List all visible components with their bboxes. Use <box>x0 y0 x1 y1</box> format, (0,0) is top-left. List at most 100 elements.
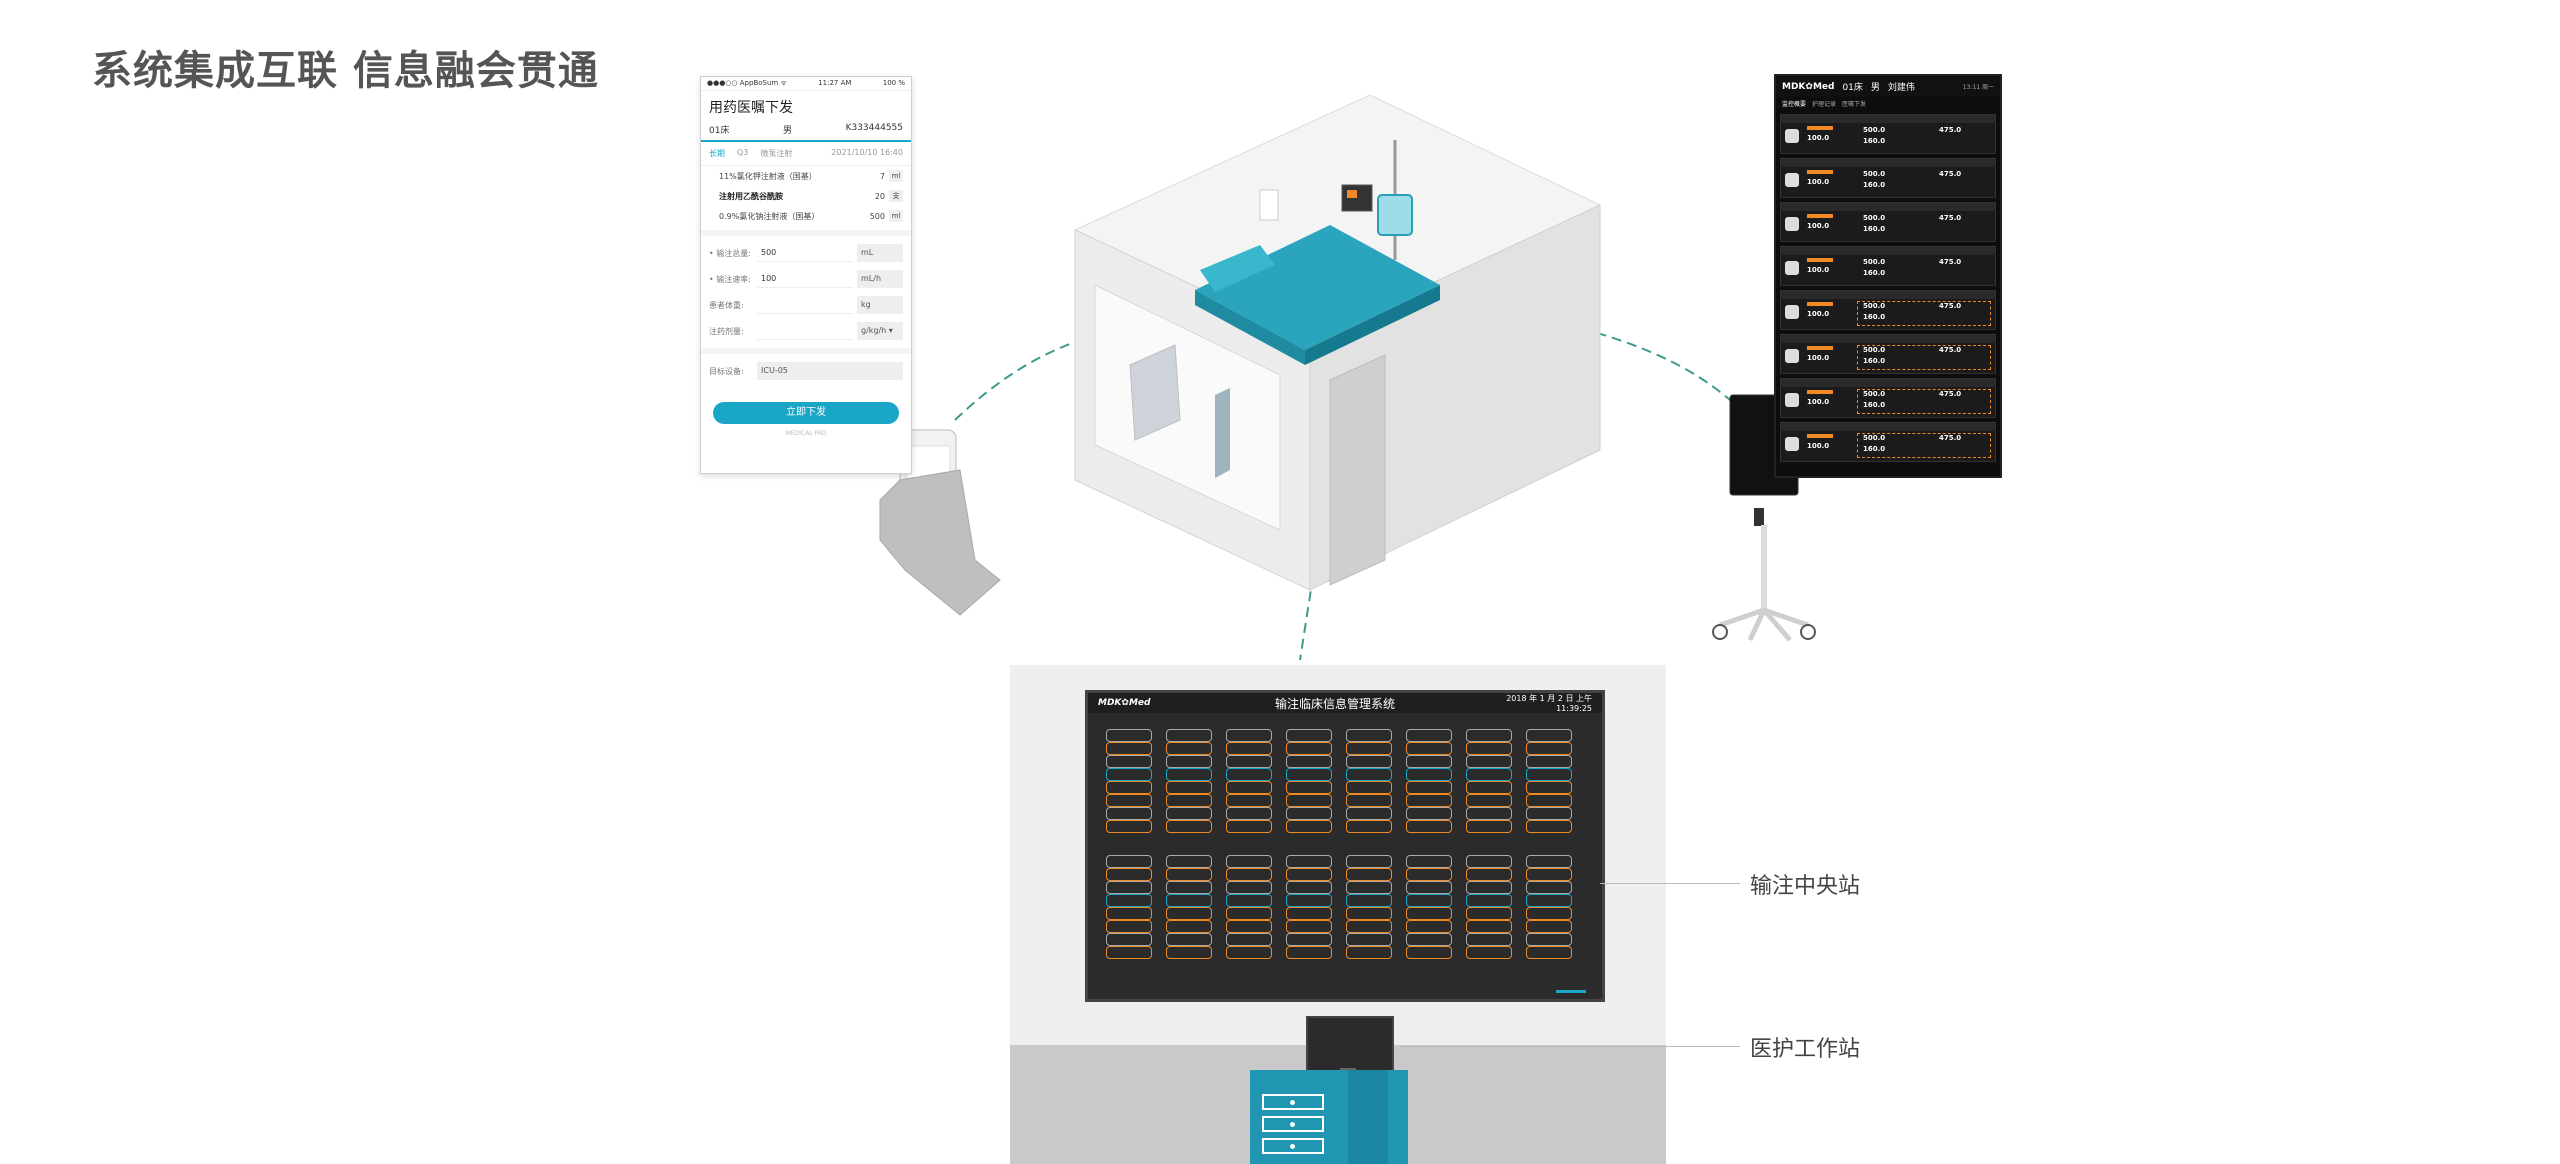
pump-slot <box>1226 768 1272 781</box>
bed-cell[interactable] <box>1404 855 1452 963</box>
pump-icon <box>1785 129 1799 143</box>
pump-value: 160.0 <box>1863 401 1886 409</box>
pump-row-header <box>1781 423 1995 431</box>
pump-slot <box>1466 855 1512 868</box>
pump-slot <box>1346 920 1392 933</box>
bed-cell[interactable] <box>1104 729 1152 837</box>
bed-cell[interactable] <box>1404 729 1452 837</box>
pump-slot <box>1166 881 1212 894</box>
pump-slot <box>1286 794 1332 807</box>
pump-slot <box>1286 920 1332 933</box>
pump-slot <box>1166 768 1212 781</box>
bed-number: 01床 <box>709 126 730 136</box>
phone-title: 用药医嘱下发 <box>709 100 793 116</box>
bed-cell[interactable] <box>1284 855 1332 963</box>
pump-slot <box>1286 781 1332 794</box>
patient-gender: 男 <box>783 126 793 136</box>
desk-drawer <box>1262 1094 1324 1110</box>
bed-cell[interactable] <box>1464 855 1512 963</box>
pump-slot <box>1346 781 1392 794</box>
tab-nursing[interactable]: 护理记录 <box>1812 101 1837 108</box>
pump-slot <box>1526 755 1572 768</box>
pump-value: 100.0 <box>1807 266 1830 274</box>
alert-frame <box>1857 345 1991 370</box>
drug-label-bar <box>1807 214 1833 218</box>
pump-slot <box>1526 820 1572 833</box>
bed-cell[interactable] <box>1284 729 1332 837</box>
tab-orders[interactable]: 医嘱下发 <box>1842 101 1867 108</box>
pump-slot <box>1466 920 1512 933</box>
patient-weight-field[interactable]: 患者体重: kg <box>701 292 911 318</box>
pump-slot <box>1106 920 1152 933</box>
desk-drawer <box>1262 1138 1324 1154</box>
bed-cell[interactable] <box>1224 855 1272 963</box>
infusion-volume-field[interactable]: • 输注总量: 500 mL <box>701 240 911 266</box>
send-order-button[interactable]: 立即下发 <box>713 402 899 424</box>
pump-value: 160.0 <box>1863 313 1886 321</box>
pump-slot <box>1526 794 1572 807</box>
pump-slot <box>1286 946 1332 959</box>
brand-logo: MDK✿Med <box>1782 81 1835 92</box>
bed-cell[interactable] <box>1104 855 1152 963</box>
patient-name: 刘建伟 <box>1887 83 1915 93</box>
bed-cell[interactable] <box>1224 729 1272 837</box>
tab-overview[interactable]: 监控概要 <box>1782 101 1807 108</box>
pump-slot <box>1166 729 1212 742</box>
patient-id: K333444555 <box>845 123 903 133</box>
leader-line <box>1400 1046 1740 1047</box>
pump-slot <box>1526 868 1572 881</box>
drawer-knob <box>1290 1122 1295 1127</box>
bed-cell[interactable] <box>1344 729 1392 837</box>
bed-cell[interactable] <box>1524 729 1572 837</box>
pump-slot <box>1286 729 1332 742</box>
pump-slot <box>1466 807 1512 820</box>
pump-row-header <box>1781 203 1995 211</box>
pump-slot <box>1226 794 1272 807</box>
central-station-screen: MDK✿Med 输注临床信息管理系统 2018 年 1 月 2 日 上午 11:… <box>1085 690 1605 1002</box>
pump-slot <box>1526 781 1572 794</box>
pump-slot <box>1406 781 1452 794</box>
pump-slot <box>1406 807 1452 820</box>
pump-slot <box>1466 894 1512 907</box>
pump-slot <box>1406 907 1452 920</box>
pump-slot <box>1286 820 1332 833</box>
tab-micropump[interactable]: 微泵注射 <box>760 149 793 158</box>
target-device-field[interactable]: 目标设备: ICU-05 <box>701 358 911 384</box>
drug-label-bar <box>1807 302 1833 306</box>
bed-cell[interactable] <box>1344 855 1392 963</box>
dose-field[interactable]: 注药剂量: g/kg/h ▾ <box>701 318 911 344</box>
pump-slot <box>1466 881 1512 894</box>
pump-slot <box>1286 881 1332 894</box>
bed-cell[interactable] <box>1164 855 1212 963</box>
pump-slot <box>1526 920 1572 933</box>
bed-cell[interactable] <box>1164 729 1212 837</box>
bed-cell[interactable] <box>1524 855 1572 963</box>
infusion-rate-field[interactable]: • 输注速率: 100 mL/h <box>701 266 911 292</box>
pump-slot <box>1406 868 1452 881</box>
mobile-order-screen: ●●●○○ AppBoSum ᯤ 11:27 AM 100 % 用药医嘱下发 0… <box>700 76 912 474</box>
phone-status-bar: ●●●○○ AppBoSum ᯤ 11:27 AM 100 % <box>701 77 911 91</box>
order-tabs: 长期 Q3 微泵注射 2021/10/10 16:40 <box>701 142 911 166</box>
tab-q3[interactable]: Q3 <box>737 148 749 157</box>
monitor-time: 13:11 周一 <box>1962 84 1994 91</box>
connection-room-monitor <box>1439 299 1731 401</box>
pump-slot <box>1166 742 1212 755</box>
pump-slot <box>1346 820 1392 833</box>
pump-slot <box>1166 781 1212 794</box>
pump-slot <box>1226 807 1272 820</box>
order-date: 2021/10/10 16:40 <box>831 148 903 157</box>
pump-slot <box>1106 907 1152 920</box>
bed-cell[interactable] <box>1464 729 1512 837</box>
pump-slot <box>1346 807 1392 820</box>
clock-text: 11:27 AM <box>818 79 852 87</box>
tab-long-term[interactable]: 长期 <box>709 149 725 158</box>
